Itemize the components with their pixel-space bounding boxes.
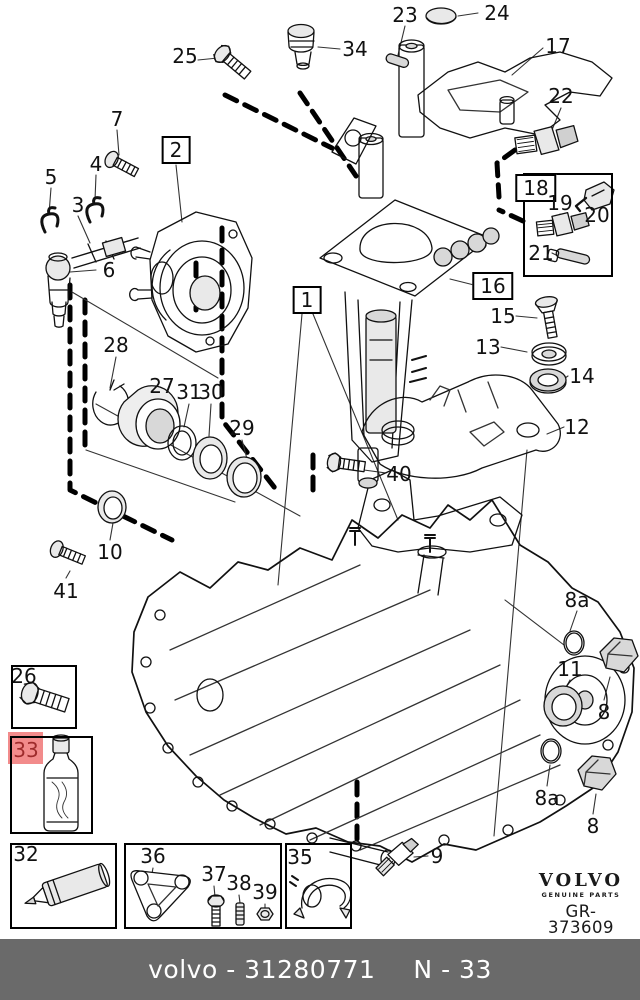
pin-21-icon — [546, 248, 591, 265]
part-label-33-selected[interactable]: 33 — [13, 738, 39, 762]
part-label-2[interactable]: 2 — [161, 136, 191, 164]
branding-block: VOLVO GENUINE PARTS GR-373609 — [538, 872, 624, 937]
drawing-number: GR-373609 — [548, 901, 614, 937]
oring-8a-top-icon — [563, 630, 585, 656]
plug-26-icon — [19, 681, 70, 713]
part-label-3[interactable]: 3 — [71, 193, 85, 217]
part-label-21[interactable]: 21 — [528, 241, 554, 265]
bolt-15-icon — [534, 296, 558, 339]
part-label-10[interactable]: 10 — [97, 540, 123, 564]
plug-8-bottom-icon — [577, 755, 617, 791]
part-label-8a[interactable]: 8a — [564, 588, 590, 612]
part-label-39[interactable]: 39 — [252, 880, 278, 904]
sealant-tube-32-icon — [24, 862, 111, 907]
seal-11-icon — [543, 685, 583, 727]
part-label-6[interactable]: 6 — [102, 258, 116, 282]
part-label-28[interactable]: 28 — [103, 333, 129, 357]
part-label-22[interactable]: 22 — [548, 84, 574, 108]
pin-23-icon — [385, 53, 410, 68]
plug-8-top-icon — [599, 637, 639, 673]
part-label-19[interactable]: 19 — [547, 191, 573, 215]
part-label-36[interactable]: 36 — [140, 844, 166, 868]
genuine-parts-tagline: GENUINE PARTS — [541, 891, 621, 899]
part-label-16[interactable]: 16 — [472, 272, 514, 300]
bolt-40-icon — [326, 452, 367, 473]
oil-bottle-33-icon — [43, 734, 79, 832]
part-label-26[interactable]: 26 — [11, 664, 37, 688]
seal-ring-set-drawing — [92, 379, 262, 498]
part-label-20[interactable]: 20 — [584, 203, 610, 227]
footer-page-ref: N - 33 — [413, 955, 492, 984]
switch-kit-box — [523, 173, 613, 277]
part-label-40[interactable]: 40 — [386, 462, 412, 486]
bolt-41-icon — [49, 540, 87, 565]
part-label-15[interactable]: 15 — [490, 304, 516, 328]
transmission-case-drawing — [131, 469, 635, 869]
shift-bracket-drawing — [417, 51, 613, 139]
part-label-24[interactable]: 24 — [484, 1, 510, 25]
sealant-tube-box — [10, 843, 117, 929]
footer-bar: volvo - 31280771 N - 33 — [0, 939, 640, 1000]
part-label-17[interactable]: 17 — [545, 34, 571, 58]
bolt-7-icon — [104, 150, 140, 178]
part-label-30[interactable]: 30 — [198, 380, 224, 404]
clutch-slave-cylinder-drawing — [129, 211, 253, 353]
part-label-1[interactable]: 1 — [292, 286, 322, 314]
retaining-clip-5-icon — [40, 206, 60, 234]
part-label-32[interactable]: 32 — [13, 842, 39, 866]
part-label-27[interactable]: 27 — [149, 374, 175, 398]
part-label-12[interactable]: 12 — [564, 415, 590, 439]
part-label-9[interactable]: 9 — [430, 844, 444, 868]
part-label-14[interactable]: 14 — [569, 364, 595, 388]
part-label-8[interactable]: 8 — [586, 814, 600, 838]
exploded-diagram-drawing — [19, 7, 639, 927]
part-label-8a[interactable]: 8a — [534, 786, 560, 810]
clamp-box — [285, 843, 352, 929]
part-label-25[interactable]: 25 — [172, 44, 198, 68]
retaining-clip-4-icon — [85, 196, 105, 224]
part-label-37[interactable]: 37 — [201, 862, 227, 886]
sensor-9-icon — [375, 837, 419, 877]
seal-10-icon — [97, 490, 127, 524]
part-label-34[interactable]: 34 — [342, 37, 368, 61]
breather-34-icon — [287, 23, 315, 70]
bolt-37-icon — [207, 894, 225, 927]
group-boxes-layer — [8, 173, 613, 929]
oil-bottle-box — [10, 736, 93, 834]
washer-13-icon — [531, 342, 567, 366]
part-label-41[interactable]: 41 — [53, 579, 79, 603]
footer-part-number: volvo - 31280771 — [148, 955, 376, 984]
bolt-25-icon — [213, 44, 252, 80]
part-label-7[interactable]: 7 — [110, 107, 124, 131]
part-label-11[interactable]: 11 — [557, 657, 583, 681]
part-label-31[interactable]: 31 — [176, 380, 202, 404]
part-label-4[interactable]: 4 — [89, 152, 103, 176]
stud-38-icon — [235, 902, 245, 926]
volvo-logo: VOLVO — [538, 870, 624, 891]
clutch-pipe-drawing — [45, 236, 141, 328]
bracket-kit-box — [124, 843, 282, 929]
part-label-5[interactable]: 5 — [44, 165, 58, 189]
part-label-38[interactable]: 38 — [226, 871, 252, 895]
gear-selector-housing-drawing — [319, 39, 500, 489]
cap-24-icon — [425, 7, 457, 25]
part-label-8[interactable]: 8 — [597, 700, 611, 724]
clamp-35-icon — [289, 875, 352, 919]
part-label-13[interactable]: 13 — [475, 335, 501, 359]
connector-20-icon — [574, 181, 615, 213]
nut-39-icon — [256, 907, 274, 921]
bracket-12-drawing — [361, 374, 561, 479]
bracket-36-icon — [130, 870, 191, 922]
sensor-19-icon — [535, 212, 590, 237]
part-label-18[interactable]: 18 — [515, 174, 557, 202]
plug-bolt-box — [11, 665, 77, 729]
oring-8a-bottom-icon — [540, 738, 562, 764]
seal-14-icon — [529, 368, 567, 394]
part-label-23[interactable]: 23 — [392, 3, 418, 27]
part-label-29[interactable]: 29 — [229, 416, 255, 440]
part-label-35[interactable]: 35 — [287, 845, 313, 869]
sensor-22-icon — [514, 124, 579, 156]
